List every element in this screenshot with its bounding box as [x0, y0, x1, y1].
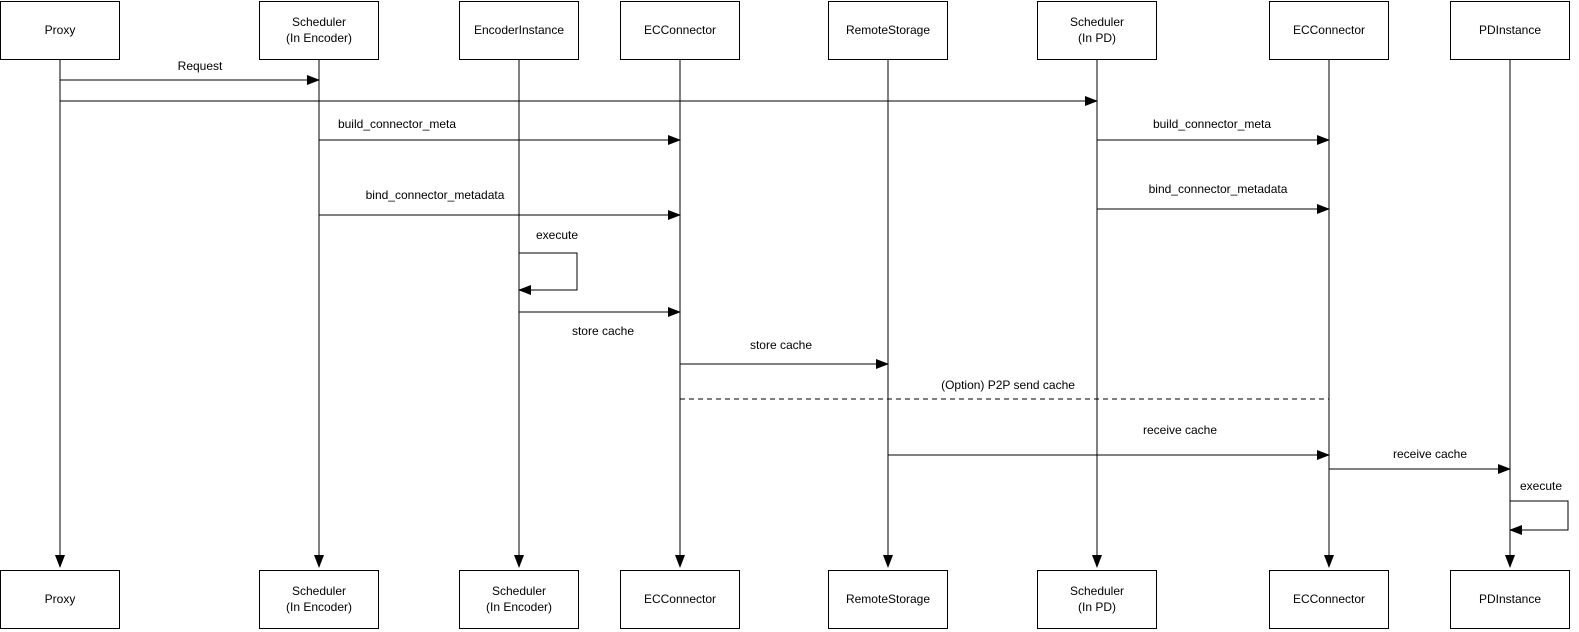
participant-label: PDInstance — [1478, 591, 1542, 606]
message-label: Request — [177, 59, 223, 73]
participant-top-proxy: Proxy — [0, 1, 120, 60]
participant-label: Scheduler (In PD) — [1069, 14, 1125, 45]
participant-label: EncoderInstance — [473, 22, 565, 37]
message-label: bind_connector_metadata — [365, 188, 505, 202]
message-label: execute — [1519, 479, 1563, 493]
participant-label: ECConnector — [643, 591, 717, 606]
message-label: store cache — [571, 324, 635, 338]
message-label: (Option) P2P send cache — [941, 378, 1075, 392]
message-label: build_connector_meta — [337, 117, 457, 131]
participant-label: Proxy — [44, 591, 76, 606]
self-message-arrow — [518, 252, 578, 295]
participant-top-ec-connector: ECConnector — [620, 1, 740, 60]
participant-label: Scheduler (In PD) — [1069, 583, 1125, 614]
participant-bottom-encoder-instance: Scheduler (In Encoder) — [459, 570, 579, 629]
participant-label: PDInstance — [1478, 22, 1542, 37]
participant-top-encoder-instance: EncoderInstance — [459, 1, 579, 60]
participant-label: RemoteStorage — [845, 591, 931, 606]
participant-bottom-ec-connector: ECConnector — [620, 570, 740, 629]
participant-top-ec-connector-pd: ECConnector — [1269, 1, 1389, 60]
participant-top-scheduler-encoder: Scheduler (In Encoder) — [259, 1, 379, 60]
message-label: store cache — [749, 338, 813, 352]
participant-label: ECConnector — [643, 22, 717, 37]
participant-top-pd-instance: PDInstance — [1450, 1, 1570, 60]
participant-bottom-ec-connector-pd: ECConnector — [1269, 570, 1389, 629]
participant-label: Scheduler (In Encoder) — [285, 14, 353, 45]
participant-bottom-remote-storage: RemoteStorage — [828, 570, 948, 629]
participant-label: RemoteStorage — [845, 22, 931, 37]
participant-bottom-scheduler-encoder: Scheduler (In Encoder) — [259, 570, 379, 629]
participant-top-scheduler-pd: Scheduler (In PD) — [1037, 1, 1157, 60]
message-label: receive cache — [1392, 447, 1468, 461]
participant-label: Scheduler (In Encoder) — [285, 583, 353, 614]
participant-bottom-proxy: Proxy — [0, 570, 120, 629]
message-label: execute — [535, 228, 579, 242]
participant-label: Proxy — [44, 22, 76, 37]
participant-bottom-scheduler-pd: Scheduler (In PD) — [1037, 570, 1157, 629]
participant-top-remote-storage: RemoteStorage — [828, 1, 948, 60]
self-message-arrow — [1509, 500, 1569, 535]
participant-label: ECConnector — [1292, 591, 1366, 606]
message-label: receive cache — [1142, 423, 1218, 437]
message-label: build_connector_meta — [1152, 117, 1272, 131]
message-label: bind_connector_metadata — [1148, 182, 1288, 196]
participant-label: Scheduler (In Encoder) — [485, 583, 553, 614]
participant-label: ECConnector — [1292, 22, 1366, 37]
participant-bottom-pd-instance: PDInstance — [1450, 570, 1570, 629]
